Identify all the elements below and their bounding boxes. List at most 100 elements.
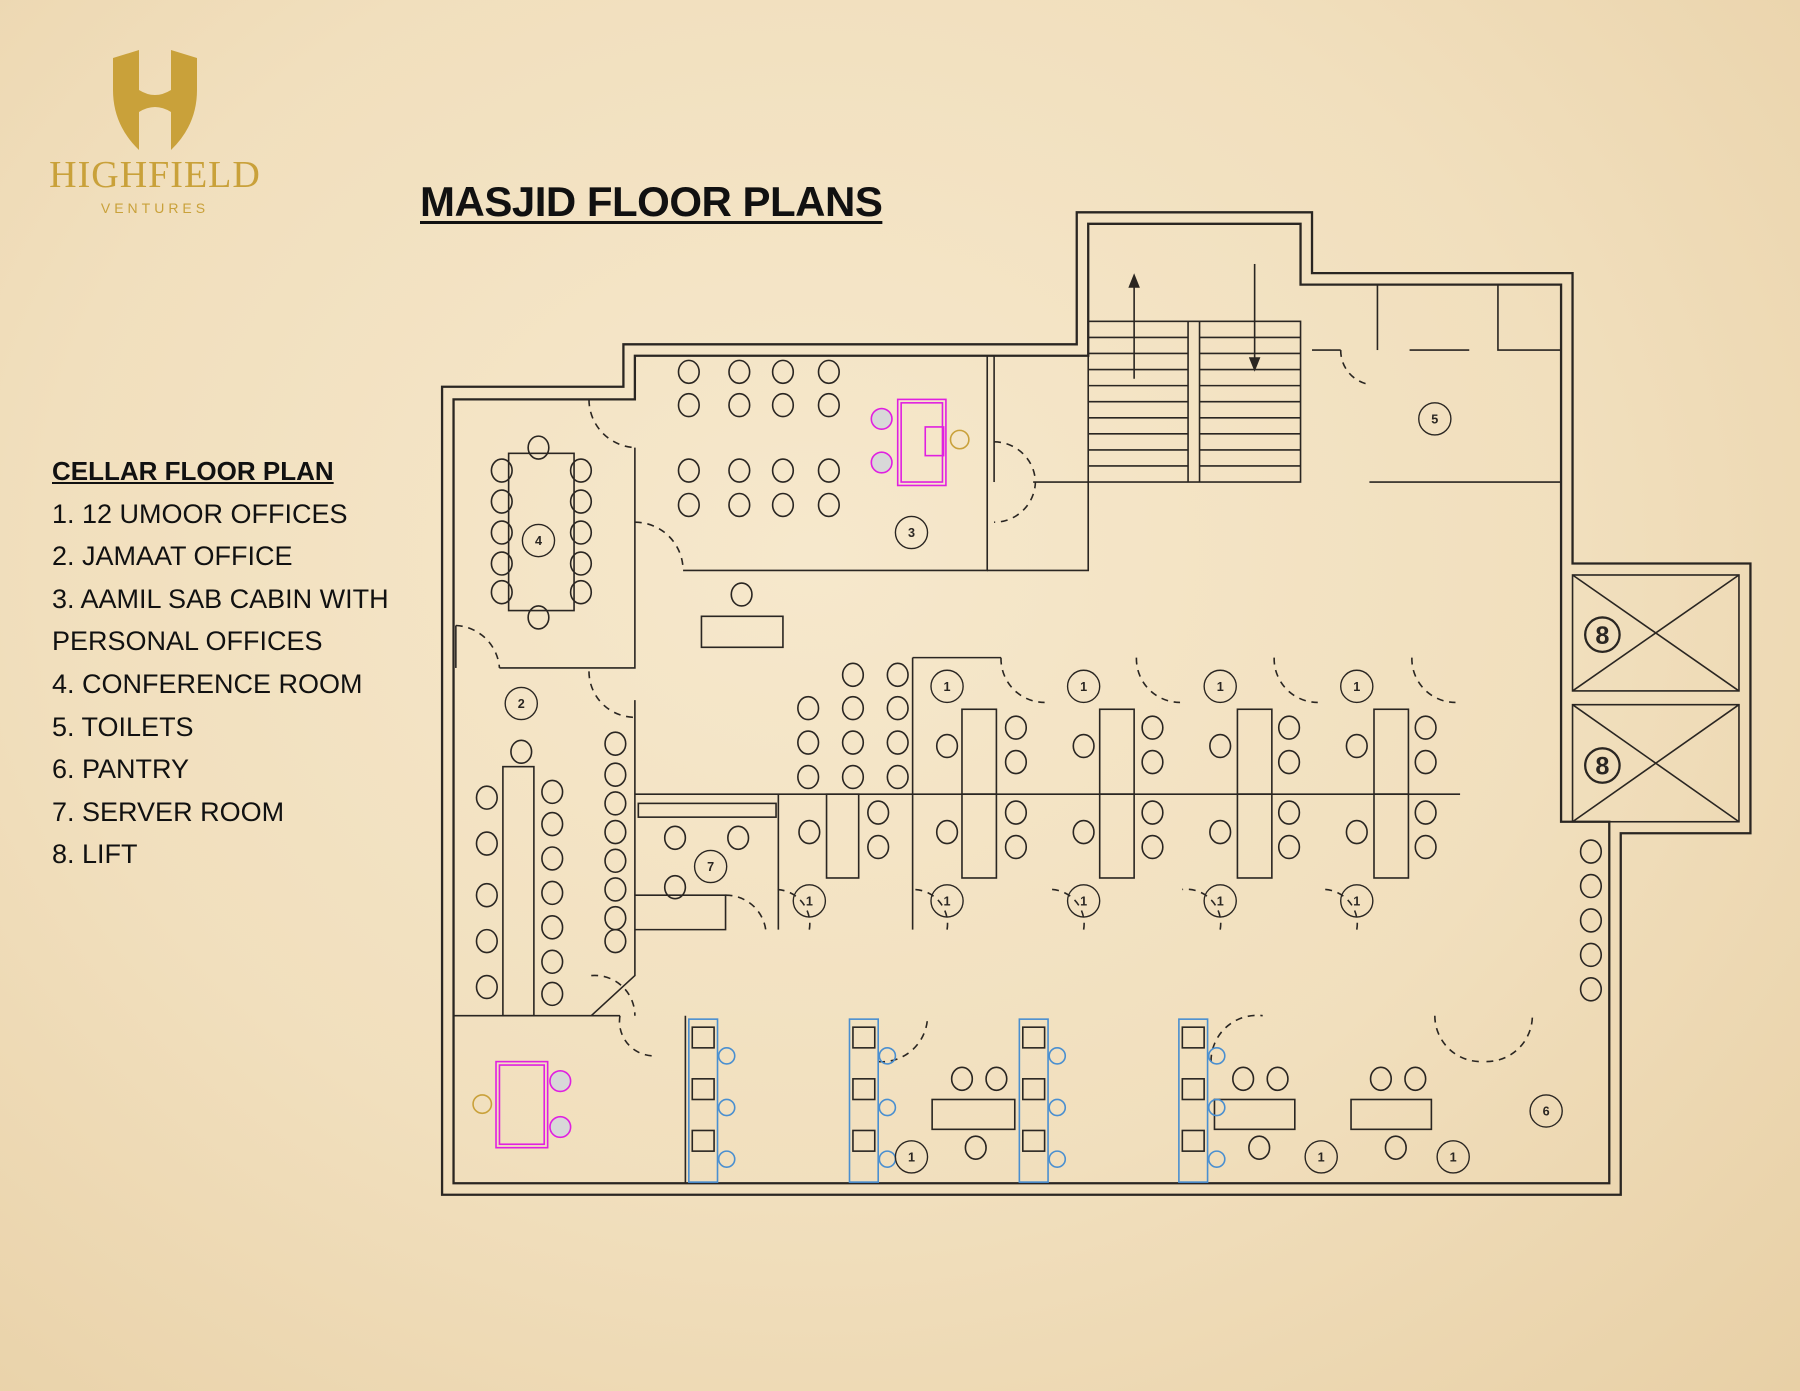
chair <box>1345 733 1368 759</box>
chair <box>1277 749 1301 775</box>
chair <box>1414 800 1437 825</box>
chair <box>510 739 533 765</box>
room-label: 1 <box>930 669 964 704</box>
workstation-chair <box>878 1150 897 1169</box>
legend-item: 2. JAMAAT OFFICE <box>52 541 293 572</box>
room-label: 1 <box>1203 884 1237 918</box>
chair <box>604 762 627 787</box>
room-label: 6 <box>1529 1094 1563 1128</box>
chair <box>985 1066 1008 1092</box>
room-label: 4 <box>521 523 556 558</box>
chair <box>1141 834 1164 860</box>
legend-item: 7. SERVER ROOM <box>52 796 285 827</box>
chair <box>604 791 627 816</box>
room-label: 2 <box>504 686 539 721</box>
chair <box>490 551 513 576</box>
workstation-chair <box>1207 1150 1226 1169</box>
workstation-cabinet <box>1021 1026 1046 1049</box>
chair <box>1345 819 1368 845</box>
workstation-strip <box>1018 1018 1049 1183</box>
chair <box>475 882 498 908</box>
chair <box>886 695 909 721</box>
workstation-chair <box>1048 1098 1067 1117</box>
room-label: 1 <box>1436 1140 1470 1174</box>
chair <box>541 915 564 940</box>
legend-heading: CELLAR FLOOR PLAN <box>52 456 334 486</box>
chair <box>677 392 700 418</box>
room-label-text: 1 <box>944 895 951 909</box>
chair <box>1369 1066 1393 1092</box>
room-label-text: 1 <box>908 1150 915 1164</box>
chair <box>1579 873 1603 899</box>
workstation-cabinet <box>852 1026 876 1049</box>
chair <box>1072 733 1095 759</box>
chair <box>1277 834 1301 860</box>
room-label: 1 <box>1066 669 1101 704</box>
chair <box>771 392 795 418</box>
workstation-chair <box>717 1098 736 1117</box>
chair <box>490 520 513 545</box>
workstation-cabinet <box>1021 1129 1046 1152</box>
chair <box>886 764 909 790</box>
room-label: 8 <box>1584 747 1621 784</box>
chair <box>541 880 564 906</box>
door-swings <box>455 350 1534 1063</box>
chair <box>950 1066 974 1092</box>
chair <box>475 831 498 856</box>
workstation-cabinet <box>691 1078 715 1101</box>
room-label-text: 6 <box>1543 1105 1550 1119</box>
workstation-cabinet <box>691 1026 715 1049</box>
room-label: 1 <box>1203 669 1237 704</box>
workstation-cabinet <box>1181 1078 1205 1101</box>
room-label: 5 <box>1418 402 1452 436</box>
room-label-text: 1 <box>944 680 951 694</box>
chair <box>1579 977 1603 1002</box>
chair <box>1209 733 1232 759</box>
chair <box>798 819 821 845</box>
workstation-chair <box>717 1150 736 1169</box>
chair <box>1266 1066 1289 1092</box>
chair <box>677 492 700 518</box>
chair <box>1248 1135 1271 1160</box>
staircase <box>1087 263 1302 483</box>
chair <box>867 800 890 825</box>
chair <box>475 785 498 810</box>
legend-item: 6. PANTRY <box>52 754 190 785</box>
legend: CELLAR FLOOR PLAN 1. 12 UMOOR OFFICES 2.… <box>52 450 389 876</box>
chair <box>964 1135 987 1160</box>
chair <box>730 582 753 607</box>
chair <box>1414 749 1437 775</box>
chair <box>541 811 564 837</box>
brand-name: HIGHFIELD <box>49 154 261 196</box>
chair <box>1404 1066 1427 1092</box>
page-title: MASJID FLOOR PLANS <box>420 178 883 225</box>
lifts <box>1571 574 1740 823</box>
chair <box>817 359 840 385</box>
chair <box>817 458 840 483</box>
room-label: 1 <box>930 884 964 918</box>
outer-walls <box>440 211 1752 1196</box>
shield-logo-icon <box>113 50 197 150</box>
chair <box>1004 834 1028 860</box>
workstation-cabinet <box>852 1129 876 1152</box>
workstation-strip <box>1178 1018 1209 1183</box>
room-label-text: 3 <box>908 526 915 540</box>
highlighted-desks <box>472 398 970 1149</box>
room-label-text: 8 <box>1595 622 1609 650</box>
chair <box>569 520 593 545</box>
brand-subtitle: VENTURES <box>100 200 210 216</box>
room-label-text: 1 <box>806 895 813 909</box>
chair <box>1579 908 1603 933</box>
chair <box>771 359 795 385</box>
chair <box>771 458 795 483</box>
workstation-chair <box>878 1098 897 1117</box>
chair <box>728 492 751 518</box>
chair <box>663 874 687 900</box>
legend-item: 3. AAMIL SAB CABIN WITH <box>52 583 389 614</box>
workstation-chair <box>1048 1150 1067 1169</box>
chair <box>841 764 865 790</box>
chair <box>728 458 751 483</box>
room-label: 1 <box>1340 669 1374 704</box>
chair <box>475 928 498 954</box>
chair <box>728 359 751 385</box>
